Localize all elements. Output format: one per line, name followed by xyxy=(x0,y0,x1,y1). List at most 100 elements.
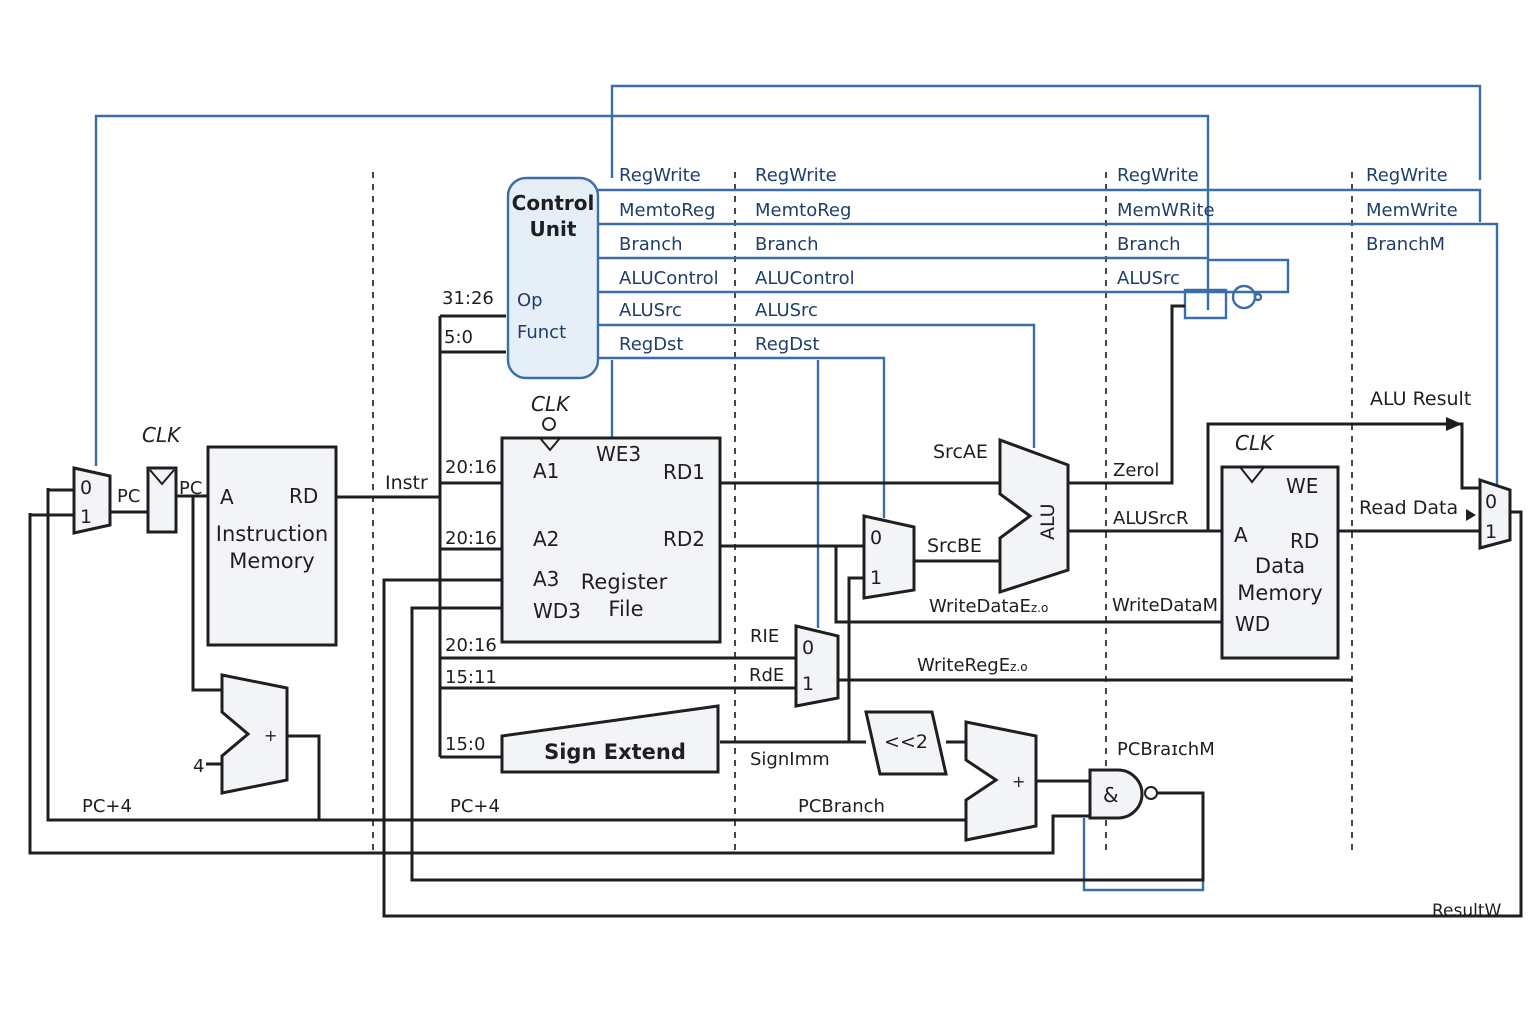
dmem-title-line1: Data xyxy=(1255,554,1305,578)
w-signal-branchm: BranchM xyxy=(1366,234,1445,255)
m-signal-branch: Branch xyxy=(1117,234,1181,255)
regfile-rd2-label: RD2 xyxy=(663,527,705,551)
alucontrol-control-wire xyxy=(598,258,1290,294)
imem-a-label: A xyxy=(220,485,234,509)
adder-out-wire xyxy=(287,734,321,820)
data-memory-body xyxy=(1220,465,1340,660)
pc-plus4-label-left: PC+4 xyxy=(82,796,132,817)
and-feedback-wire xyxy=(410,606,1205,882)
pc-register-body xyxy=(146,466,178,534)
instruction-fields: 31:26 5:0 20:16 20:16 20:16 15:11 15:0 xyxy=(442,288,497,755)
regfile-a1-label: A1 xyxy=(533,459,559,483)
alu-body xyxy=(998,437,1070,595)
branch-adder: + PCBranch xyxy=(798,720,1038,842)
result-mux-input-1: 1 xyxy=(1485,521,1497,543)
and-gate-symbol: & xyxy=(1103,783,1119,807)
stage-boundaries xyxy=(372,172,1353,850)
regdst-mux-input-0: 0 xyxy=(802,637,814,659)
control-unit-body xyxy=(506,176,600,380)
rte-label: RIE xyxy=(750,626,779,647)
pc-adder-plus: + xyxy=(264,726,277,745)
m-signal-memwrite: MemWRite xyxy=(1117,200,1215,221)
alusrcr-label: ALUSrcR xyxy=(1113,508,1188,529)
alusrc-control-wire xyxy=(598,323,1036,448)
regdst-mux: 0 1 RIE RdE xyxy=(749,624,840,708)
writeback-stage: 0 1 ALU Result Read Data ResultW xyxy=(1359,388,1512,921)
zero-and-gate xyxy=(1183,288,1228,320)
write-data-e-label: WriteDataEz.o xyxy=(929,596,1048,617)
srcb-mux: 0 1 SrcBE xyxy=(862,514,982,600)
pc-mux: 0 1 xyxy=(72,466,112,535)
write-reg-e-label: WriteRegEz.o xyxy=(917,655,1028,676)
pcbranchm-label: PCBraɪchM xyxy=(1117,739,1215,760)
pc-mux-input-0: 0 xyxy=(80,477,92,499)
pc-adder-four: 4 xyxy=(193,756,204,777)
e-signal-memtoreg: MemtoReg xyxy=(755,200,851,221)
regfile-wd3-label: WD3 xyxy=(533,599,581,623)
imem-rd-label: RD xyxy=(289,484,318,508)
control-unit-title-line1: Control xyxy=(512,191,595,215)
d-signal-alusrc: ALUSrc xyxy=(619,300,682,321)
control-unit-op: Op xyxy=(517,290,543,311)
zero-wire xyxy=(1068,304,1185,485)
pc-to-adder-wire xyxy=(191,496,222,692)
dmem-clock-triangle xyxy=(1239,466,1265,484)
and-gate-bubble xyxy=(1144,786,1158,800)
srcbe-label: SrcBE xyxy=(927,535,982,557)
d-signal-alucontrol: ALUControl xyxy=(619,268,719,289)
control-unit: Control Unit Op Funct xyxy=(506,176,600,380)
regfile-we3-label: WE3 xyxy=(596,442,641,466)
regfile-clock-triangle xyxy=(539,437,561,452)
and-gate-body xyxy=(1088,768,1144,820)
write-data-m-label: WriteDataM xyxy=(1112,595,1218,616)
imem-title-line1: Instruction xyxy=(216,522,328,546)
pc-clock-triangle xyxy=(149,469,175,486)
shift-left-body xyxy=(864,710,948,776)
d-signal-regdst: RegDst xyxy=(619,334,684,355)
regfile-a2-label: A2 xyxy=(533,527,559,551)
instr-label: Instr xyxy=(385,472,428,494)
decode-signals: RegWrite MemtoReg Branch ALUControl ALUS… xyxy=(619,165,719,355)
alu: ALU SrcAE xyxy=(933,437,1070,595)
rde-label: RdE xyxy=(749,665,784,686)
writeback-signals: RegWrite MemWrite BranchM xyxy=(1366,165,1458,255)
dmem-rd-label: RD xyxy=(1290,529,1319,553)
sign-extend-label: Sign Extend xyxy=(544,740,686,764)
pc-plus4-wire xyxy=(46,488,965,822)
srcb-mux-body xyxy=(862,514,916,600)
pcbranch-feedback-wire xyxy=(28,513,1090,855)
regwrite-control-wire xyxy=(598,188,1482,222)
register-file-body xyxy=(500,436,722,644)
register-file: CLK WE3 A1 RD1 A2 RD2 A3 Register WD3 Fi… xyxy=(500,392,722,644)
instruction-memory: A RD Instruction Memory Instr xyxy=(206,445,428,647)
read-data-label: Read Data xyxy=(1359,497,1458,519)
read-data-arrow xyxy=(1466,509,1476,521)
e-signal-regdst: RegDst xyxy=(755,334,820,355)
resultw-wire xyxy=(382,510,1523,918)
regfile-a3-label: A3 xyxy=(533,567,559,591)
regfile-rd1-label: RD1 xyxy=(663,460,705,484)
e-signal-branch: Branch xyxy=(755,234,819,255)
e-signal-alucontrol: ALUControl xyxy=(755,268,855,289)
pc-mux-body xyxy=(72,466,112,535)
regdst-mux-body xyxy=(794,624,840,708)
resultw-label: ResultW xyxy=(1432,901,1502,921)
result-mux-body xyxy=(1478,477,1512,550)
pcsrc-feedback-wire xyxy=(94,114,1210,466)
regfile-clock-bubble xyxy=(542,417,556,431)
srcae-label: SrcAE xyxy=(933,441,988,463)
srcb-mux-input-0: 0 xyxy=(870,527,882,549)
dmem-a-label: A xyxy=(1234,523,1248,547)
sign-extend: Sign Extend SignImm xyxy=(500,704,830,774)
shift-left-2: <<2 xyxy=(864,710,948,776)
data-memory: CLK WE A RD Data Memory WD xyxy=(1220,431,1340,660)
memory-stage-labels: Zerol ALUSrcR WriteDataM xyxy=(1112,460,1218,616)
pc-adder-body xyxy=(220,673,289,795)
pcbranch-label: PCBranch xyxy=(798,796,885,817)
pc-in-label: PC xyxy=(117,486,140,507)
control-unit-title-line2: Unit xyxy=(530,217,577,241)
zero-inverter-dot xyxy=(1253,292,1263,302)
field-31-26: 31:26 xyxy=(442,288,494,309)
branch-adder-body xyxy=(964,720,1038,842)
